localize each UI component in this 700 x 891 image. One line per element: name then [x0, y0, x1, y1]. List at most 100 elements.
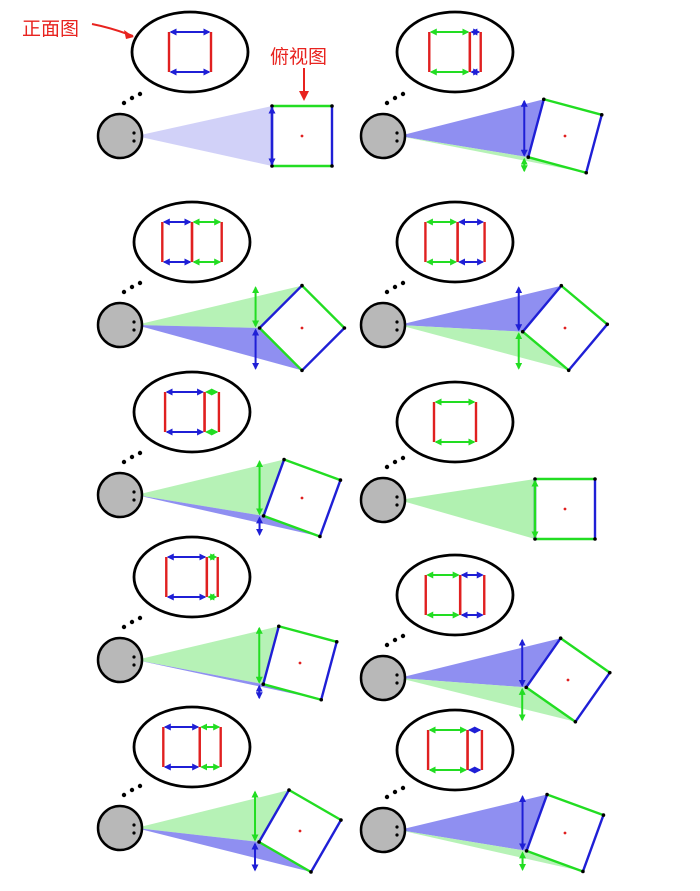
top-view-edge — [283, 458, 341, 482]
corner-dot — [300, 283, 304, 288]
thought-dot — [392, 789, 398, 795]
corner-dot — [520, 329, 525, 334]
top-view-edge — [262, 459, 286, 517]
panel-p8 — [359, 553, 612, 724]
panel-p10 — [359, 708, 606, 874]
observer-eye — [132, 655, 136, 659]
thought-dot — [384, 289, 390, 295]
observer-eye — [132, 328, 136, 332]
top-view-edge — [288, 788, 342, 822]
top-view-arrowhead — [299, 91, 309, 101]
view-cone-upper — [136, 285, 302, 328]
center-dot — [300, 496, 304, 500]
top-view-edge — [543, 98, 603, 116]
thought-dot — [400, 785, 406, 791]
top-view-edge — [581, 814, 605, 872]
observer-eye — [395, 495, 399, 499]
corner-dot — [276, 624, 281, 629]
view-cone-upper — [399, 99, 544, 158]
corner-dot — [330, 104, 334, 108]
observer-head — [96, 804, 144, 852]
observer-eye — [395, 503, 399, 507]
center-dot — [298, 661, 302, 665]
corner-dot — [526, 155, 531, 160]
thought-dot — [129, 619, 135, 625]
thought-dot — [392, 637, 398, 643]
observer-head — [359, 112, 407, 160]
corner-dot — [524, 849, 529, 853]
corner-dot — [541, 97, 546, 102]
corner-dot — [605, 322, 610, 327]
top-view-edge — [301, 284, 346, 329]
front-view-bubble — [132, 705, 252, 789]
corner-dot — [300, 368, 304, 373]
corner-dot — [558, 636, 563, 641]
corner-dot — [566, 368, 571, 373]
panel-p2 — [359, 10, 604, 175]
center-dot — [298, 829, 302, 833]
thought-dot — [137, 91, 143, 97]
corner-dot — [342, 326, 347, 330]
view-cone-lower — [399, 325, 569, 371]
observer-eye — [395, 320, 399, 324]
view-cone-upper — [399, 285, 562, 332]
corner-dot — [533, 537, 537, 541]
corner-dot — [581, 869, 585, 874]
corner-dot — [339, 818, 343, 822]
top-view-edge — [525, 637, 562, 689]
center-dot — [566, 678, 570, 682]
thought-dot — [392, 284, 398, 290]
top-view-edge — [301, 327, 346, 372]
top-view-edge — [258, 284, 303, 329]
center-dot — [563, 507, 567, 511]
corner-dot — [261, 514, 266, 518]
observer-eye — [132, 498, 136, 502]
top-view-edge — [527, 156, 587, 174]
center-dot — [563, 134, 567, 138]
corner-dot — [257, 840, 261, 844]
view-cone-lower — [399, 830, 583, 872]
panel-p1 — [96, 10, 334, 168]
panel-p4 — [359, 200, 610, 373]
thought-dot — [121, 459, 127, 465]
observer-eye — [132, 320, 136, 324]
observer-head — [96, 112, 144, 160]
top-view-edge — [526, 849, 584, 873]
panel-p6 — [359, 380, 597, 541]
front-view-bubble — [395, 708, 515, 792]
panel-p5 — [96, 370, 343, 539]
thought-dot — [392, 95, 398, 101]
top-view-label: 俯视图 — [270, 46, 328, 68]
top-view-edge — [262, 625, 280, 685]
front-view-label: 正面图 — [22, 18, 80, 40]
top-view-edge — [278, 625, 338, 643]
corner-dot — [257, 326, 262, 330]
top-view-edge — [257, 789, 291, 843]
center-dot — [563, 326, 567, 330]
corner-dot — [545, 792, 549, 797]
observer-eye — [395, 825, 399, 829]
top-view-edge — [258, 327, 303, 372]
corner-dot — [593, 477, 597, 481]
front-view-bubble — [130, 10, 250, 94]
thought-dot — [137, 615, 143, 621]
front-view-bubble — [132, 370, 252, 454]
thought-dot — [392, 459, 398, 465]
view-cone-upper — [136, 459, 285, 516]
thought-dot — [137, 280, 143, 286]
observer-eye — [395, 139, 399, 143]
thought-dot — [400, 633, 406, 639]
thought-dot — [384, 642, 390, 648]
observer-head — [359, 476, 407, 524]
front-view-bubble — [395, 10, 515, 94]
thought-dot — [121, 792, 127, 798]
top-view-edge — [585, 114, 603, 174]
corner-dot — [318, 534, 322, 539]
top-view-edge — [258, 840, 312, 874]
view-cone-lower — [136, 660, 322, 700]
observer-eye — [132, 823, 136, 827]
corner-dot — [533, 477, 537, 481]
top-view-edge — [263, 514, 321, 538]
observer-eye — [395, 681, 399, 685]
